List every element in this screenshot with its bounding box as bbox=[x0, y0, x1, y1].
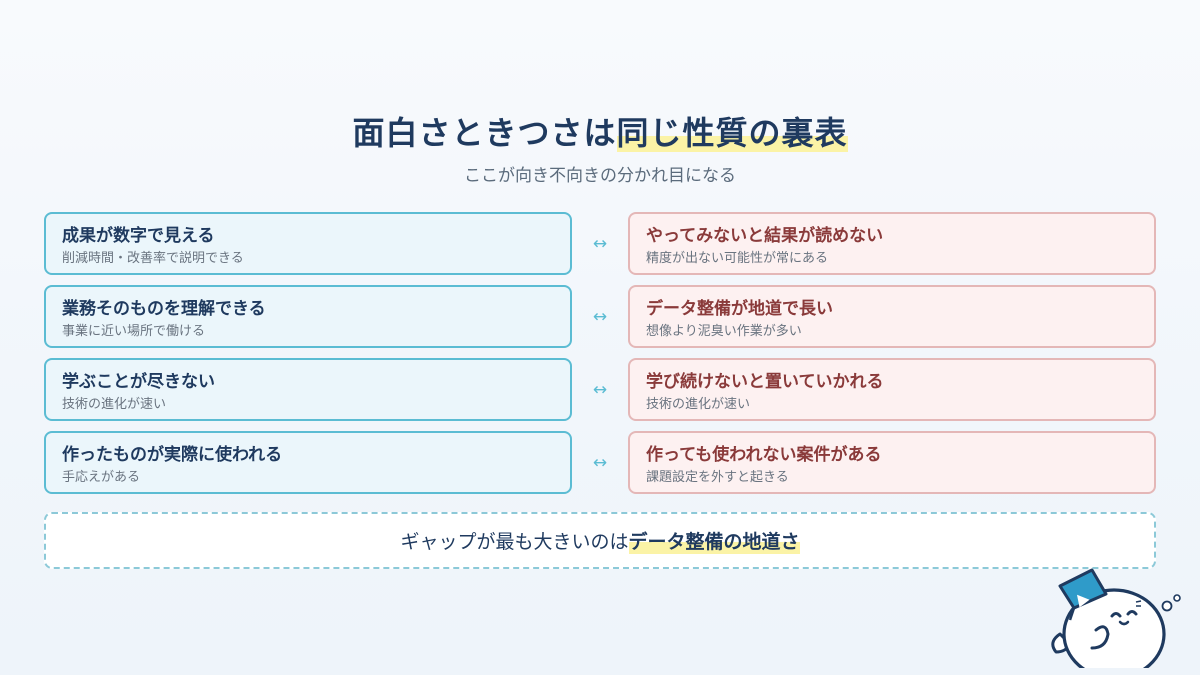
positive-card-detail: 削減時間・改善率で説明できる bbox=[62, 251, 244, 266]
seal-mascot-with-graduation-cap-icon bbox=[1051, 568, 1181, 668]
negative-card: 作っても使われない案件がある 課題設定を外すと起きる bbox=[628, 431, 1156, 494]
page-subtitle: ここが向き不向きの分かれ目になる bbox=[464, 166, 736, 186]
negative-card-heading: 作っても使われない案件がある bbox=[646, 445, 882, 465]
comparison-row: 作ったものが実際に使われる 手応えがある ↔ 作っても使われない案件がある 課題… bbox=[44, 431, 1156, 494]
negative-card-detail: 精度が出ない可能性が常にある bbox=[646, 251, 829, 266]
comparison-rows: 成果が数字で見える 削減時間・改善率で説明できる ↔ やってみないと結果が読めな… bbox=[44, 212, 1156, 504]
negative-card-heading: データ整備が地道で長い bbox=[646, 299, 833, 319]
comparison-row: 成果が数字で見える 削減時間・改善率で説明できる ↔ やってみないと結果が読めな… bbox=[44, 212, 1156, 275]
positive-card-heading: 業務そのものを理解できる bbox=[62, 299, 266, 319]
page-title: 面白さときつさは同じ性質の裏表 bbox=[0, 108, 1200, 154]
double-arrow-icon: ↔ bbox=[592, 233, 608, 254]
double-arrow-icon: ↔ bbox=[592, 452, 608, 473]
summary-banner-highlight: データ整備の地道さ bbox=[628, 527, 800, 554]
double-arrow-icon: ↔ bbox=[592, 306, 608, 327]
comparison-row: 業務そのものを理解できる 事業に近い場所で働ける ↔ データ整備が地道で長い 想… bbox=[44, 285, 1156, 348]
negative-card: やってみないと結果が読めない 精度が出ない可能性が常にある bbox=[628, 212, 1156, 275]
positive-card-detail: 手応えがある bbox=[62, 470, 141, 485]
summary-banner-prefix: ギャップが最も大きいのは bbox=[400, 531, 629, 553]
negative-card-heading: 学び続けないと置いていかれる bbox=[646, 372, 884, 392]
negative-card-detail: 課題設定を外すと起きる bbox=[646, 470, 789, 485]
negative-card-heading: やってみないと結果が読めない bbox=[646, 226, 884, 246]
positive-card: 学ぶことが尽きない 技術の進化が速い bbox=[44, 358, 572, 421]
comparison-row: 学ぶことが尽きない 技術の進化が速い ↔ 学び続けないと置いていかれる 技術の進… bbox=[44, 358, 1156, 421]
summary-banner: ギャップが最も大きいのはデータ整備の地道さ bbox=[44, 512, 1156, 569]
negative-card-detail: 技術の進化が速い bbox=[646, 397, 751, 412]
negative-card: データ整備が地道で長い 想像より泥臭い作業が多い bbox=[628, 285, 1156, 348]
page-title-main: 面白さときつさは bbox=[352, 114, 617, 152]
positive-card-heading: 作ったものが実際に使われる bbox=[62, 445, 283, 465]
positive-card-detail: 事業に近い場所で働ける bbox=[62, 324, 206, 339]
positive-card: 作ったものが実際に使われる 手応えがある bbox=[44, 431, 572, 494]
page-title-highlight: 同じ性質の裏表 bbox=[616, 114, 848, 152]
negative-card: 学び続けないと置いていかれる 技術の進化が速い bbox=[628, 358, 1156, 421]
positive-card: 業務そのものを理解できる 事業に近い場所で働ける bbox=[44, 285, 572, 348]
positive-card-heading: 成果が数字で見える bbox=[62, 226, 215, 246]
positive-card: 成果が数字で見える 削減時間・改善率で説明できる bbox=[44, 212, 572, 275]
negative-card-detail: 想像より泥臭い作業が多い bbox=[646, 324, 802, 339]
positive-card-detail: 技術の進化が速い bbox=[62, 397, 167, 412]
double-arrow-icon: ↔ bbox=[592, 379, 608, 400]
positive-card-heading: 学ぶことが尽きない bbox=[62, 372, 215, 392]
